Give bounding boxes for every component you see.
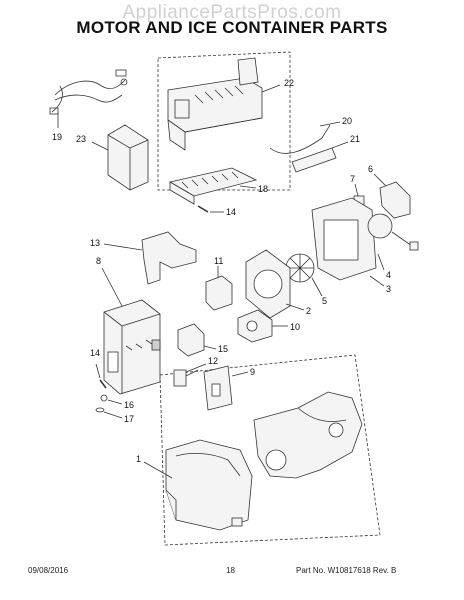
part-8-dispenser-housing xyxy=(103,299,161,395)
part-19-wire-harness xyxy=(49,69,128,115)
part-12-actuator xyxy=(173,369,199,387)
leader-5 xyxy=(311,277,323,297)
part-22-icemaker xyxy=(167,57,263,151)
callout-18: 18 xyxy=(258,184,268,194)
leader-4 xyxy=(377,253,385,271)
part-9-control-board xyxy=(203,365,233,411)
callout-labels: 19 22 23 20 21 18 14 6 7 13 11 8 4 3 5 2… xyxy=(52,78,391,464)
leader-16 xyxy=(107,399,123,405)
part-4-auger-motor xyxy=(367,213,419,251)
part-15-bracket xyxy=(177,323,205,357)
leader-12 xyxy=(185,363,207,373)
callout-14-lower: 14 xyxy=(90,348,100,358)
leader-7 xyxy=(354,183,359,197)
callout-1: 1 xyxy=(136,454,141,464)
leader-13 xyxy=(103,243,143,251)
leader-20 xyxy=(319,121,341,127)
callout-19: 19 xyxy=(52,132,62,142)
callout-16: 16 xyxy=(124,400,134,410)
part-10-solenoid xyxy=(237,309,273,343)
leader-15 xyxy=(203,345,217,350)
callout-2: 2 xyxy=(306,306,311,316)
part-2-fan-shroud xyxy=(245,249,291,319)
leader-8 xyxy=(101,267,123,307)
part-14-screw-upper xyxy=(197,205,209,213)
container-dashed-frame xyxy=(159,354,381,546)
callout-15: 15 xyxy=(218,344,228,354)
callout-13: 13 xyxy=(90,238,100,248)
part-21-shutoff-arm xyxy=(291,147,337,173)
callout-9: 9 xyxy=(250,367,255,377)
leader-23 xyxy=(91,141,109,151)
footer-part-number: Part No. W10817618 Rev. B xyxy=(296,566,397,575)
leader-1 xyxy=(143,461,173,479)
leader-21 xyxy=(331,141,349,149)
callout-12: 12 xyxy=(208,356,218,366)
leader-9 xyxy=(231,371,249,377)
leader-22 xyxy=(261,84,281,93)
part-16-clip xyxy=(100,394,108,402)
leader-3 xyxy=(369,275,385,287)
callout-21: 21 xyxy=(350,134,360,144)
leader-2 xyxy=(285,303,305,311)
leader-17 xyxy=(103,411,123,419)
callout-14-upper: 14 xyxy=(226,207,236,217)
callout-22: 22 xyxy=(284,78,294,88)
footer-page-number: 18 xyxy=(226,566,235,575)
part-18-ice-mold xyxy=(168,167,258,205)
callout-17: 17 xyxy=(124,414,134,424)
watermark: AppliancePartsPros.com xyxy=(122,2,342,23)
leader-18 xyxy=(239,185,257,189)
callout-4: 4 xyxy=(386,270,391,280)
callout-11: 11 xyxy=(214,256,223,266)
part-3-motor-housing xyxy=(311,197,377,281)
leader-14-lower xyxy=(95,363,101,379)
part-13-duct xyxy=(141,231,197,285)
callout-23: 23 xyxy=(76,134,86,144)
part-23-icemaker-cover xyxy=(107,124,149,191)
footer-date: 09/08/2016 xyxy=(28,566,69,575)
callout-10: 10 xyxy=(290,322,300,332)
callout-7: 7 xyxy=(350,174,355,184)
part-14-screw-lower xyxy=(99,379,107,389)
icemaker-dashed-frame xyxy=(157,51,291,191)
leader-6 xyxy=(373,173,387,187)
page-title: MOTOR AND ICE CONTAINER PARTS xyxy=(76,18,388,37)
part-20-bail-arm xyxy=(269,124,331,154)
part-6-bracket xyxy=(379,181,411,219)
callout-8: 8 xyxy=(96,256,101,266)
part-11-switch xyxy=(205,275,233,311)
callout-5: 5 xyxy=(322,296,327,306)
part-1-ice-container xyxy=(165,391,363,531)
part-17-grommet xyxy=(95,407,105,413)
callout-6: 6 xyxy=(368,164,373,174)
callout-3: 3 xyxy=(386,284,391,294)
callout-20: 20 xyxy=(342,116,352,126)
